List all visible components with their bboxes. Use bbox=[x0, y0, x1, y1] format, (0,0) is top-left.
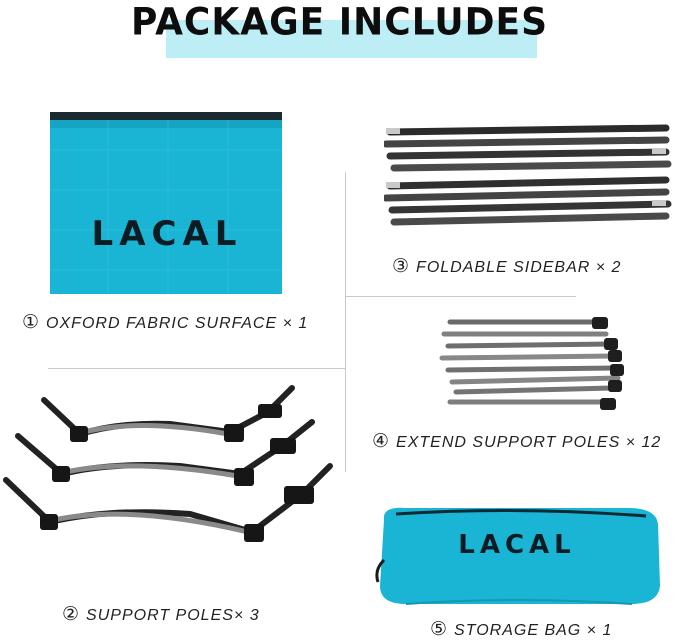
storage-bag-image bbox=[375, 507, 660, 605]
oxford-fabric-image bbox=[50, 112, 282, 294]
support-poles-image bbox=[3, 385, 333, 542]
item-label-2: SUPPORT POLES× 3 bbox=[86, 607, 260, 624]
brand-logo-fabric: LACAL bbox=[91, 214, 243, 254]
extend-support-poles-image bbox=[439, 317, 624, 410]
item-caption-3: ③ FOLDABLE SIDEBAR × 2 bbox=[392, 255, 621, 278]
item-label-4: EXTEND SUPPORT POLES × 12 bbox=[396, 434, 662, 451]
item-number-4: ④ bbox=[372, 431, 391, 452]
item-label-1: OXFORD FABRIC SURFACE × 1 bbox=[46, 315, 309, 332]
brand-logo-bag: LACAL bbox=[458, 530, 576, 560]
item-number-1: ① bbox=[22, 312, 41, 333]
foldable-sidebar-image bbox=[384, 124, 672, 226]
item-number-2: ② bbox=[62, 604, 81, 625]
divider-horizontal-right bbox=[346, 296, 576, 297]
item-number-5: ⑤ bbox=[430, 619, 449, 640]
item-label-3: FOLDABLE SIDEBAR × 2 bbox=[416, 259, 622, 276]
title-highlight bbox=[166, 20, 537, 58]
divider-vertical bbox=[345, 172, 346, 472]
item-number-3: ③ bbox=[392, 256, 411, 277]
item-caption-4: ④ EXTEND SUPPORT POLES × 12 bbox=[372, 430, 661, 453]
page-title: PACKAGE INCLUDES bbox=[130, 0, 549, 44]
item-caption-1: ① OXFORD FABRIC SURFACE × 1 bbox=[22, 311, 308, 334]
item-caption-5: ⑤ STORAGE BAG × 1 bbox=[430, 618, 612, 641]
divider-horizontal-left bbox=[48, 368, 346, 369]
item-caption-2: ② SUPPORT POLES× 3 bbox=[62, 603, 260, 626]
item-label-5: STORAGE BAG × 1 bbox=[454, 622, 613, 639]
